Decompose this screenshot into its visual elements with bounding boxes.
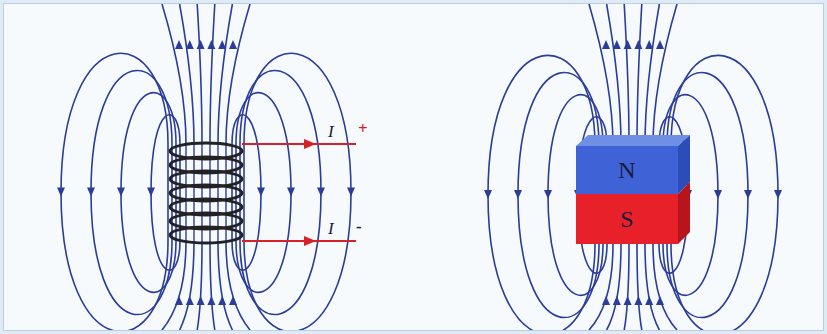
current-wires [242, 139, 356, 246]
current-label: I [326, 220, 336, 237]
magnet-side-s [678, 182, 690, 244]
arrowhead [514, 190, 522, 199]
field-line [624, 4, 629, 146]
field-line [624, 244, 629, 330]
pole-letter: S [620, 207, 633, 231]
arrowhead [613, 40, 621, 49]
north-pole: N [576, 146, 678, 194]
wire [242, 143, 356, 145]
arrowhead [656, 296, 664, 305]
arrowhead [624, 40, 632, 49]
solenoid-coil [170, 143, 242, 243]
field-line [180, 4, 194, 144]
arrowhead [317, 188, 325, 197]
arrowhead [257, 188, 265, 197]
arrowhead [117, 188, 125, 197]
field-line [589, 244, 613, 330]
field-line [226, 241, 250, 330]
field-line [197, 241, 202, 330]
field-line [645, 4, 659, 146]
current-arrow [304, 236, 316, 246]
polarity-sign: - [354, 218, 364, 235]
field-line [162, 4, 186, 144]
field-line [671, 55, 778, 330]
arrowhead [207, 296, 215, 305]
arrowhead [218, 40, 226, 49]
arrowhead [744, 190, 752, 199]
arrowhead [656, 40, 664, 49]
arrowhead [544, 190, 552, 199]
arrowhead [147, 188, 155, 197]
arrowhead [197, 296, 205, 305]
field-line [589, 4, 613, 146]
field-line [197, 4, 202, 144]
arrowhead [229, 296, 237, 305]
figure-panel: N S I + I - [3, 3, 824, 331]
arrowhead [624, 296, 632, 305]
field-line [653, 244, 677, 330]
arrowhead [645, 296, 653, 305]
field-line [61, 53, 168, 330]
field-line [244, 53, 351, 330]
magnet-top [576, 135, 690, 146]
pole-letter: N [618, 158, 635, 182]
wire [242, 240, 356, 242]
field-illustration [4, 4, 823, 330]
arrowhead [218, 296, 226, 305]
arrowhead [645, 40, 653, 49]
arrowhead [602, 296, 610, 305]
current-label: I [326, 123, 336, 140]
field-line [210, 4, 215, 144]
arrowhead [229, 40, 237, 49]
arrowhead [613, 296, 621, 305]
arrowhead [87, 188, 95, 197]
field-line [162, 241, 186, 330]
field-line [637, 244, 642, 330]
arrowhead [287, 188, 295, 197]
current-arrow [304, 139, 316, 149]
arrowhead [634, 40, 642, 49]
field-line [607, 4, 621, 146]
field-line [637, 4, 642, 146]
arrowhead [347, 188, 355, 197]
magnet-faces [576, 135, 690, 244]
arrowhead [186, 296, 194, 305]
arrowhead [186, 40, 194, 49]
field-line [240, 70, 321, 314]
arrowhead [175, 296, 183, 305]
arrowhead [634, 296, 642, 305]
arrowhead [714, 190, 722, 199]
field-line [210, 241, 215, 330]
arrowhead [175, 40, 183, 49]
field-line [667, 73, 748, 318]
coil-turn [170, 227, 242, 243]
arrowhead [197, 40, 205, 49]
arrowhead [484, 190, 492, 199]
arrowhead [207, 40, 215, 49]
south-pole: S [576, 194, 678, 244]
field-line [91, 70, 172, 314]
arrowhead [774, 190, 782, 199]
field-line [226, 4, 250, 144]
field-lines [57, 4, 782, 330]
field-line [653, 4, 677, 146]
field-line [218, 4, 232, 144]
arrowhead [602, 40, 610, 49]
polarity-sign: + [356, 120, 370, 137]
arrowhead [57, 188, 65, 197]
